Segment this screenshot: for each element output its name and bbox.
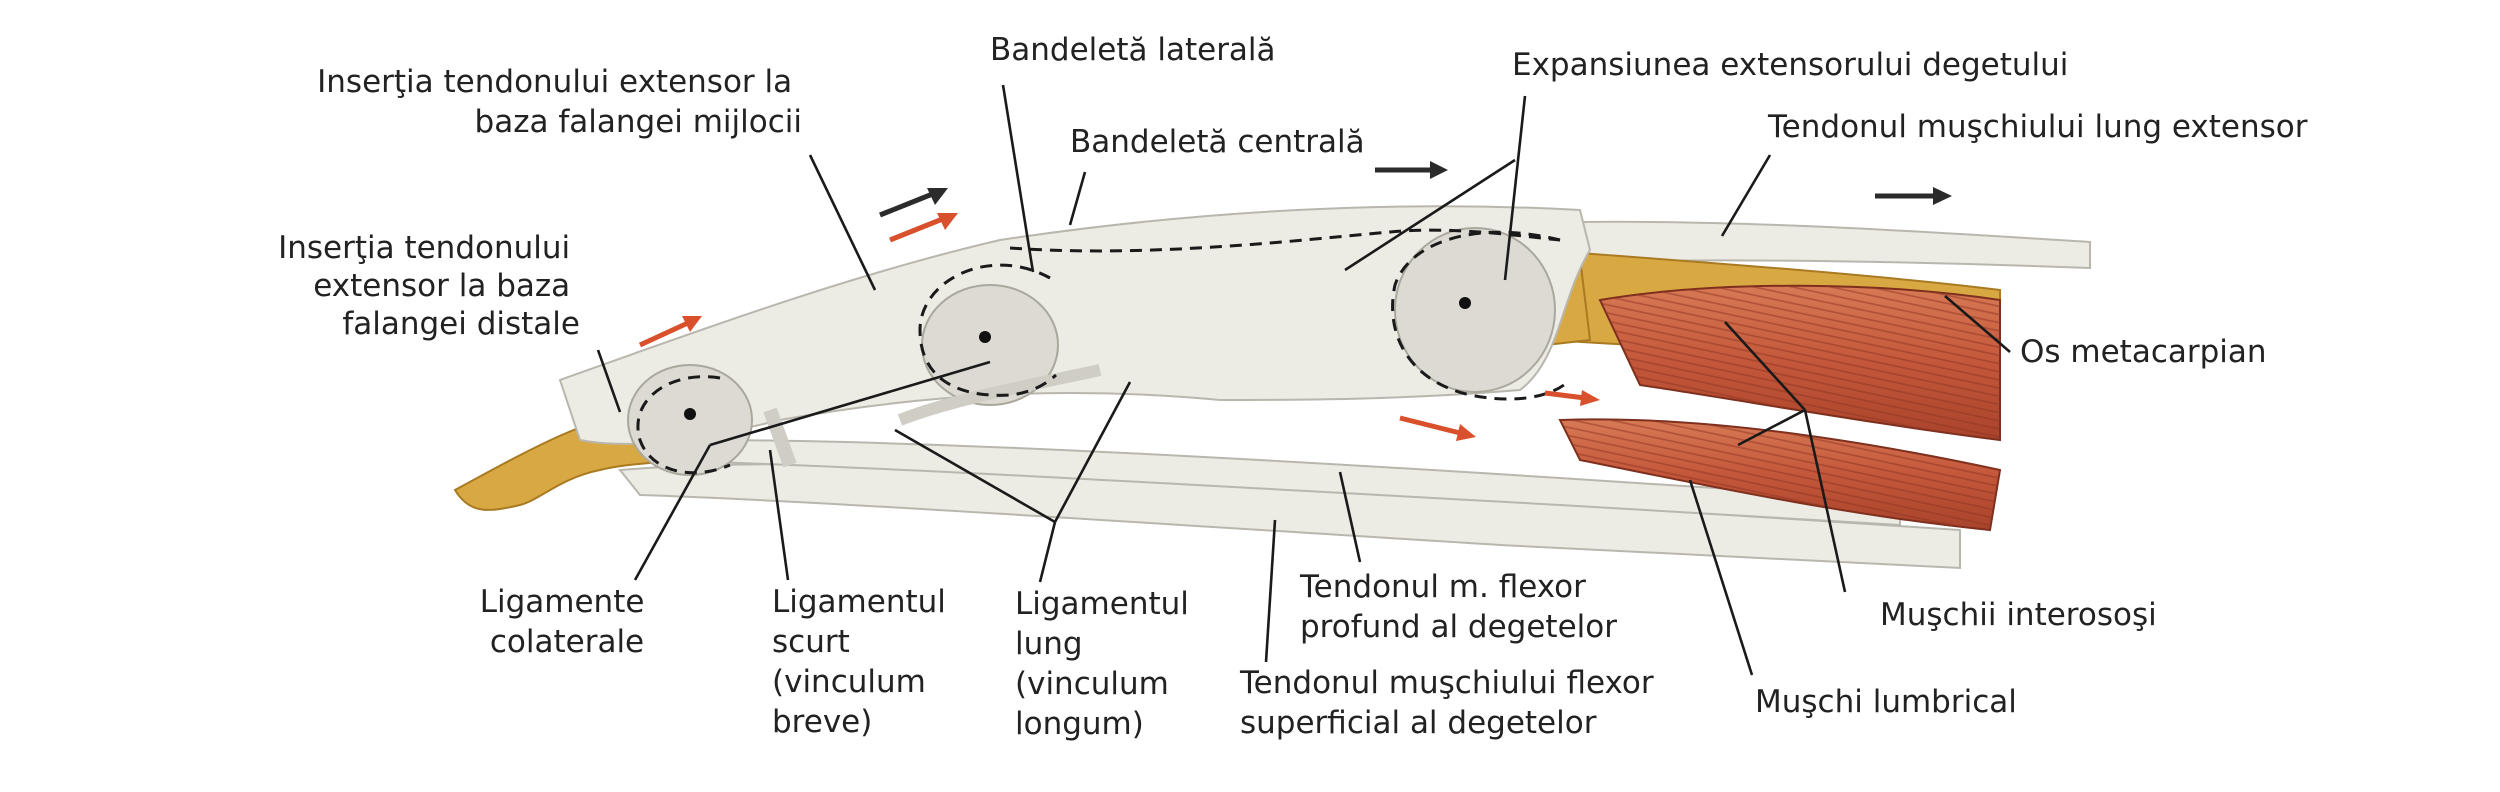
red-arrow-flexor [1399, 415, 1476, 441]
mcp-joint-capsule [1394, 227, 1556, 393]
leader-ligamente-colaterale [633, 444, 712, 581]
leader-ligament-scurt [768, 449, 790, 581]
leader-lines [596, 84, 2011, 676]
central-slip-dashed-line [1009, 228, 1561, 253]
leader-tendon-extensor [1720, 154, 1772, 237]
red-arrow-middle [889, 213, 958, 243]
label-ligament-scurt: Ligamentul scurt (vinculum breve) [772, 584, 956, 740]
leader-flexor-superficial [1264, 519, 1277, 663]
dip-dashed-outline [636, 375, 731, 475]
vinculum-breve [763, 407, 797, 468]
leader-os-metacarpian [1944, 295, 2011, 353]
label-ligamente-colaterale: Ligamente colaterale [480, 584, 655, 660]
label-flexor-superficial: Tendonul muşchiului flexor superficial a… [1239, 665, 1664, 741]
leader-flexor-profund [1338, 471, 1362, 563]
interosseous-fibers [1600, 285, 2000, 440]
leader-bandeleta-centrala [1068, 171, 1087, 226]
extensor-long-tendon [1579, 220, 2091, 270]
leader-expansiunea-2 [1344, 158, 1516, 272]
leader-interososi-1 [1803, 409, 1847, 593]
leader-ligament-lung-3 [1038, 521, 1057, 583]
label-interososi: Muşchii interosoşi [1880, 597, 2157, 633]
pip-axis-dot [979, 331, 991, 343]
label-os-metacarpian: Os metacarpian [2020, 334, 2267, 370]
label-expansiunea: Expansiunea extensorului degetului [1512, 47, 2068, 83]
leader-lumbrical [1688, 479, 1754, 676]
extensor-expansion [558, 205, 1592, 445]
dark-arrow-middle [879, 188, 948, 218]
label-bandeleta-centrala: Bandeletă centrală [1070, 124, 1365, 160]
dip-axis-dot [684, 408, 696, 420]
finger-illustration [453, 205, 2091, 570]
pip-dashed-outline [918, 263, 1058, 397]
leader-interososi-3 [1737, 408, 1806, 447]
leader-ligament-lung-1 [894, 428, 1056, 524]
dark-arrow-extensor [1875, 187, 1952, 205]
leader-interososi-2 [1724, 321, 1806, 411]
leader-ligamente-colaterale-2 [709, 360, 991, 447]
leader-insertie-distala [596, 349, 622, 413]
labels: Inserţia tendonului extensor la baza fal… [278, 32, 2308, 742]
vinculum-longum [897, 364, 1102, 426]
mcp-dashed-outline [1391, 230, 1572, 401]
label-ligament-lung: Ligamentul lung (vinculum longum) [1015, 586, 1199, 742]
leader-insertie-mijlocie [808, 154, 877, 291]
red-arrow-interosseous [1544, 390, 1600, 406]
label-insertie-distala: Inserţia tendonului extensor la baza fal… [278, 230, 580, 342]
label-bandeleta-laterala: Bandeletă laterală [990, 32, 1276, 68]
label-lumbrical: Muşchi lumbrical [1755, 684, 2017, 720]
label-flexor-profund: Tendonul m. flexor profund al degetelor [1299, 569, 1617, 645]
red-arrow-distal [638, 316, 702, 348]
leader-expansiunea-1 [1503, 95, 1527, 281]
leader-bandeleta-laterala [1001, 84, 1035, 273]
force-arrows [638, 161, 1952, 441]
mcp-axis-dot [1459, 297, 1471, 309]
label-insertie-mijlocie: Inserţia tendonului extensor la baza fal… [317, 64, 802, 140]
lumbrical-fibers [1560, 419, 2000, 530]
flexor-profund-tendon [698, 438, 1901, 527]
dark-arrow-central [1375, 161, 1448, 179]
leader-ligament-lung-2 [1053, 381, 1132, 523]
label-tendon-lung-extensor: Tendonul muşchiului lung extensor [1767, 109, 2308, 145]
